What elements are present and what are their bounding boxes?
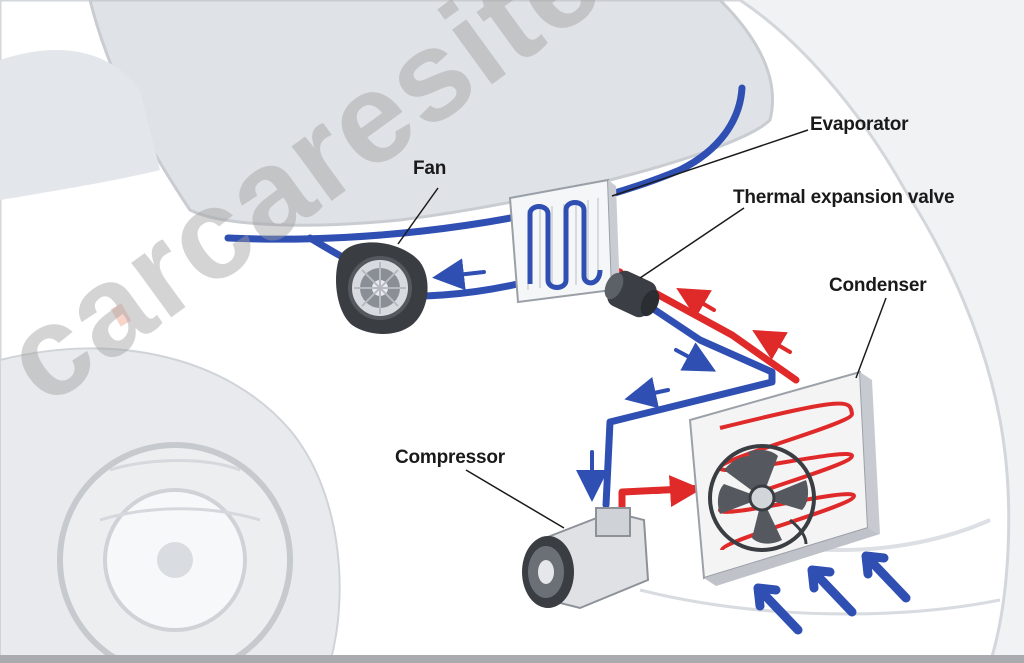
compressor-label: Compressor [395, 447, 505, 468]
evaporator-leader [611, 129, 809, 197]
condenser-label: Condenser [829, 275, 927, 296]
compressor [522, 507, 650, 610]
thermal-expansion-valve-label: Thermal expansion valve [733, 187, 955, 208]
arrow-up-2 [752, 329, 792, 360]
condenser-coil [717, 401, 857, 552]
expansion-valve [604, 270, 660, 318]
arrow-left-1 [624, 377, 670, 409]
valve-leader [639, 207, 745, 279]
condenser-leader [855, 297, 887, 379]
arrow-up-1 [676, 287, 716, 318]
compressor-leader [465, 469, 565, 529]
fan-label: Fan [413, 158, 447, 179]
leader-lines [397, 129, 887, 529]
arrow-right-1 [654, 475, 702, 508]
low-pressure-line [602, 296, 776, 509]
airflow-arrows [753, 551, 911, 635]
condenser-fan-blades [717, 449, 809, 544]
bottom-bar [0, 655, 1024, 663]
condenser [688, 370, 880, 586]
condenser-fan-ring [708, 444, 816, 552]
evaporator-coil [527, 200, 603, 290]
side-window [0, 50, 160, 200]
blower-fan [336, 242, 428, 335]
flow-arrows [432, 258, 792, 508]
arrow-down-1 [674, 342, 717, 372]
evaporator [508, 178, 620, 304]
compressor-port [595, 507, 631, 537]
arrow-to-fan [432, 258, 486, 291]
fan-leader [397, 187, 439, 245]
side-marker-light [110, 303, 132, 327]
evaporator-label: Evaporator [810, 114, 909, 135]
